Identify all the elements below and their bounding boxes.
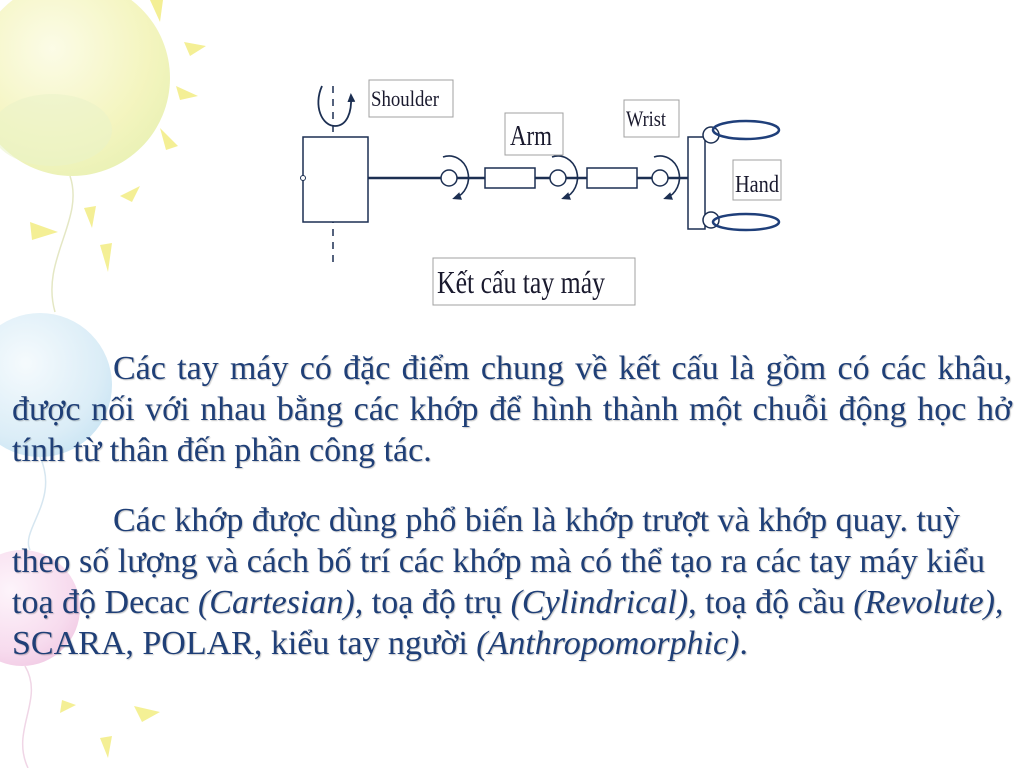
wrist-plate xyxy=(687,136,706,230)
caption-box xyxy=(432,257,636,306)
label-hand: Hand xyxy=(732,159,782,201)
text-segment: toạ độ Decac xyxy=(12,584,198,621)
sun-ray xyxy=(150,0,163,22)
text-segment: theo số lượng và cách bố trí các khớp mà… xyxy=(12,543,985,580)
label-wrist-text: Wrist xyxy=(626,106,666,131)
label-hand-text: Hand xyxy=(735,172,779,198)
blue-balloon xyxy=(0,313,112,457)
text-segment: toạ độ trụ xyxy=(363,584,511,621)
sun-ray xyxy=(134,706,160,722)
term-cylindrical: (Cylindrical) xyxy=(510,584,689,621)
paragraph-line: tính từ thân đến phần công tác. xyxy=(12,432,432,469)
label-shoulder: Shoulder xyxy=(368,79,454,118)
pink-balloon xyxy=(0,550,80,666)
joint-1-rotation-arrow xyxy=(442,155,470,200)
label-box xyxy=(623,99,680,138)
sun-ray xyxy=(184,42,206,56)
sun-ray xyxy=(60,700,76,713)
joint-3 xyxy=(651,169,669,187)
paragraph-2: Các khớp được dùng phổ biến là khớp trượ… xyxy=(12,500,1012,664)
sun-ray xyxy=(100,736,112,758)
term-revolute: (Revolute), xyxy=(853,584,1004,621)
text-segment: , toạ độ cầu xyxy=(688,584,854,621)
sun-ray xyxy=(30,222,58,240)
text-segment: Các khớp được dùng phổ biến là khớp trượ… xyxy=(113,502,960,539)
label-arm-text: Arm xyxy=(510,120,552,152)
sun-ray xyxy=(176,86,198,100)
sun-ray xyxy=(100,243,112,272)
paragraph-line: theo số lượng và cách bố trí các khớp mà… xyxy=(12,541,1012,582)
sun-ray xyxy=(84,206,96,228)
diagram-caption: Kết cấu tay máy xyxy=(432,257,636,306)
paragraph-line: toạ độ Decac (Cartesian), toạ độ trụ (Cy… xyxy=(12,582,1012,623)
paragraph-line: Các khớp được dùng phổ biến là khớp trượ… xyxy=(12,500,1012,541)
arm-link-2 xyxy=(586,167,638,189)
label-shoulder-text: Shoulder xyxy=(371,86,440,111)
term-anthropomorphic: (Anthropomorphic) xyxy=(476,625,740,662)
sun-rays xyxy=(30,0,206,758)
label-arm: Arm xyxy=(504,112,564,156)
paragraph-line: SCARA, POLAR, kiểu tay người (Anthropomo… xyxy=(12,623,1012,664)
diagram-caption-text: Kết cấu tay máy xyxy=(437,264,605,300)
paragraph-line: Các tay máy có đặc điểm chung về kết cấu… xyxy=(113,350,1012,387)
balloon-string xyxy=(51,175,74,313)
gripper-finger-top xyxy=(711,119,781,141)
text-segment: . xyxy=(739,625,748,662)
balloon-string xyxy=(22,665,33,768)
joint-1 xyxy=(440,169,458,187)
yellow-balloon-shade xyxy=(0,94,112,166)
base-body xyxy=(302,136,369,223)
paragraph-line: được nối với nhau bằng các khớp để hình … xyxy=(12,391,1012,428)
gripper-finger-bottom xyxy=(711,212,781,232)
shoulder-rotation-arrow xyxy=(317,85,356,127)
term-cartesian: (Cartesian), xyxy=(197,584,364,621)
sun-ray xyxy=(120,186,140,202)
arm-link-1 xyxy=(484,167,536,189)
label-box xyxy=(504,112,564,156)
balloon-string xyxy=(27,456,47,551)
joint-3-rotation-arrow xyxy=(653,155,681,200)
joint-2 xyxy=(549,169,567,187)
base-pivot xyxy=(300,175,306,181)
joint-2-rotation-arrow xyxy=(551,155,579,200)
sun-ray xyxy=(160,128,178,150)
label-wrist: Wrist xyxy=(623,99,680,138)
text-segment: SCARA, POLAR, kiểu tay người xyxy=(12,625,477,662)
paragraph-1: Các tay máy có đặc điểm chung về kết cấu… xyxy=(12,348,1012,471)
label-box xyxy=(368,79,454,118)
label-box xyxy=(732,159,782,201)
